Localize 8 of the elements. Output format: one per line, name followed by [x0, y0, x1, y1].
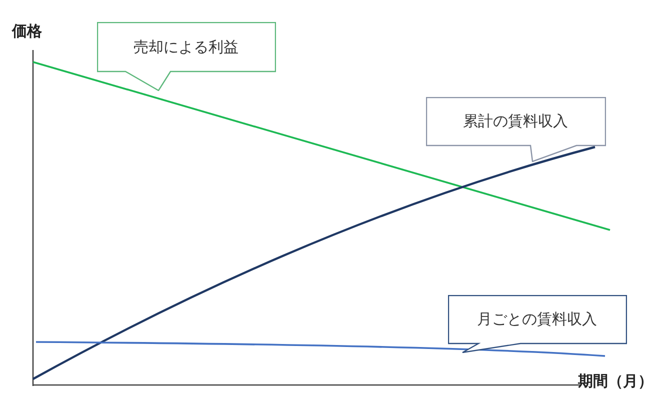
axis-title: 期間（月） — [578, 372, 650, 391]
speech-bubble-callout — [448, 295, 627, 353]
speech-bubble-callout — [426, 97, 606, 162]
callout-text: 売却による利益 — [132, 36, 240, 56]
callout-text: 月ごとの賃料収入 — [476, 309, 598, 329]
callout-text: 累計の賃料収入 — [462, 111, 569, 131]
speech-bubble-callout — [97, 22, 276, 91]
axis-title: 価格 — [12, 22, 42, 41]
